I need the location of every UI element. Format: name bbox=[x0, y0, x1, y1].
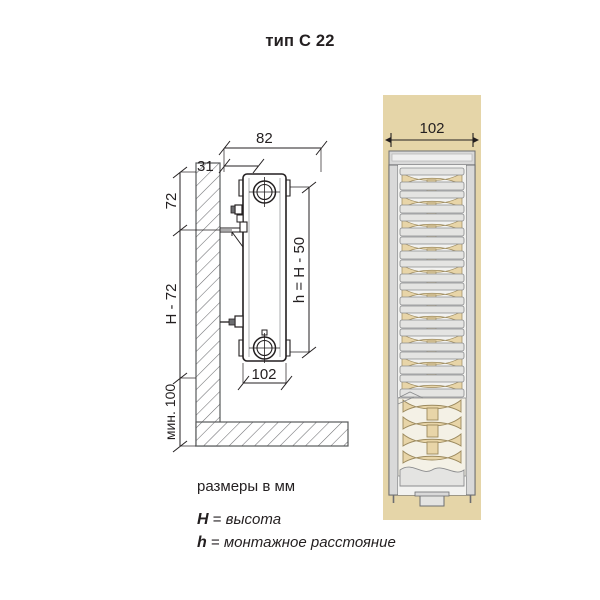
dimension-31: 31 bbox=[197, 158, 265, 175]
dimension-h-equals-h-minus-50-label: h = H - 50 bbox=[291, 237, 308, 303]
dimension-72-label: 72 bbox=[163, 193, 180, 210]
floor-hatched bbox=[195, 421, 349, 447]
dimension-102-width: 102 bbox=[385, 120, 479, 147]
dimension-31-label: 31 bbox=[197, 158, 214, 175]
dimension-min-100-label: мин. 100 bbox=[162, 384, 178, 441]
dimension-72: 72 bbox=[163, 166, 232, 237]
dimension-h-minus-72-label: H - 72 bbox=[163, 284, 180, 325]
cutaway-edge-lines bbox=[397, 391, 424, 405]
legend-symbol-h: h bbox=[197, 534, 207, 551]
legend-equals-H: = bbox=[212, 511, 222, 528]
wall-hatched bbox=[195, 162, 221, 447]
caption-units: размеры в мм bbox=[197, 478, 296, 495]
legend-equals-h: = bbox=[210, 534, 220, 551]
legend-definition-H: высота bbox=[225, 511, 282, 528]
lower-wall-bracket bbox=[220, 315, 244, 328]
front-slats bbox=[399, 167, 465, 398]
legend-row-H: H = высота bbox=[197, 511, 537, 529]
legend-definition-h: монтажное расстояние bbox=[223, 534, 396, 551]
dimension-min-100: мин. 100 bbox=[162, 372, 196, 453]
dimension-102-depth-label: 102 bbox=[251, 366, 276, 383]
bottom-outlet-stub bbox=[414, 491, 450, 507]
dimension-82: 82 bbox=[218, 130, 328, 172]
dimension-102-depth: 102 bbox=[237, 363, 293, 391]
cutaway-convector-section bbox=[397, 397, 467, 487]
dimension-h-equals-h-minus-50: h = H - 50 bbox=[290, 181, 317, 359]
bottom-port-icon bbox=[249, 333, 280, 363]
dimension-82-label: 82 bbox=[256, 130, 273, 147]
radiator-side-body bbox=[238, 173, 291, 362]
radiator-grille-slats bbox=[399, 167, 465, 398]
top-port-icon bbox=[249, 177, 280, 207]
legend-row-h: h = монтажное расстояние bbox=[197, 534, 537, 552]
page-title: тип C 22 bbox=[265, 32, 335, 50]
left-side-view: 82 31 72 H - 72 bbox=[162, 130, 349, 453]
dimension-h-minus-72: H - 72 bbox=[163, 230, 181, 378]
side-rail-pins bbox=[392, 495, 472, 503]
caption-block: размеры в мм H = высота h = монтажное ра… bbox=[197, 478, 537, 557]
legend-symbol-H: H bbox=[197, 511, 209, 528]
right-front-view: 102 bbox=[383, 95, 481, 520]
radiator-top-cap bbox=[388, 150, 476, 166]
upper-wall-bracket bbox=[220, 204, 248, 248]
dimension-102-width-label: 102 bbox=[419, 120, 444, 137]
